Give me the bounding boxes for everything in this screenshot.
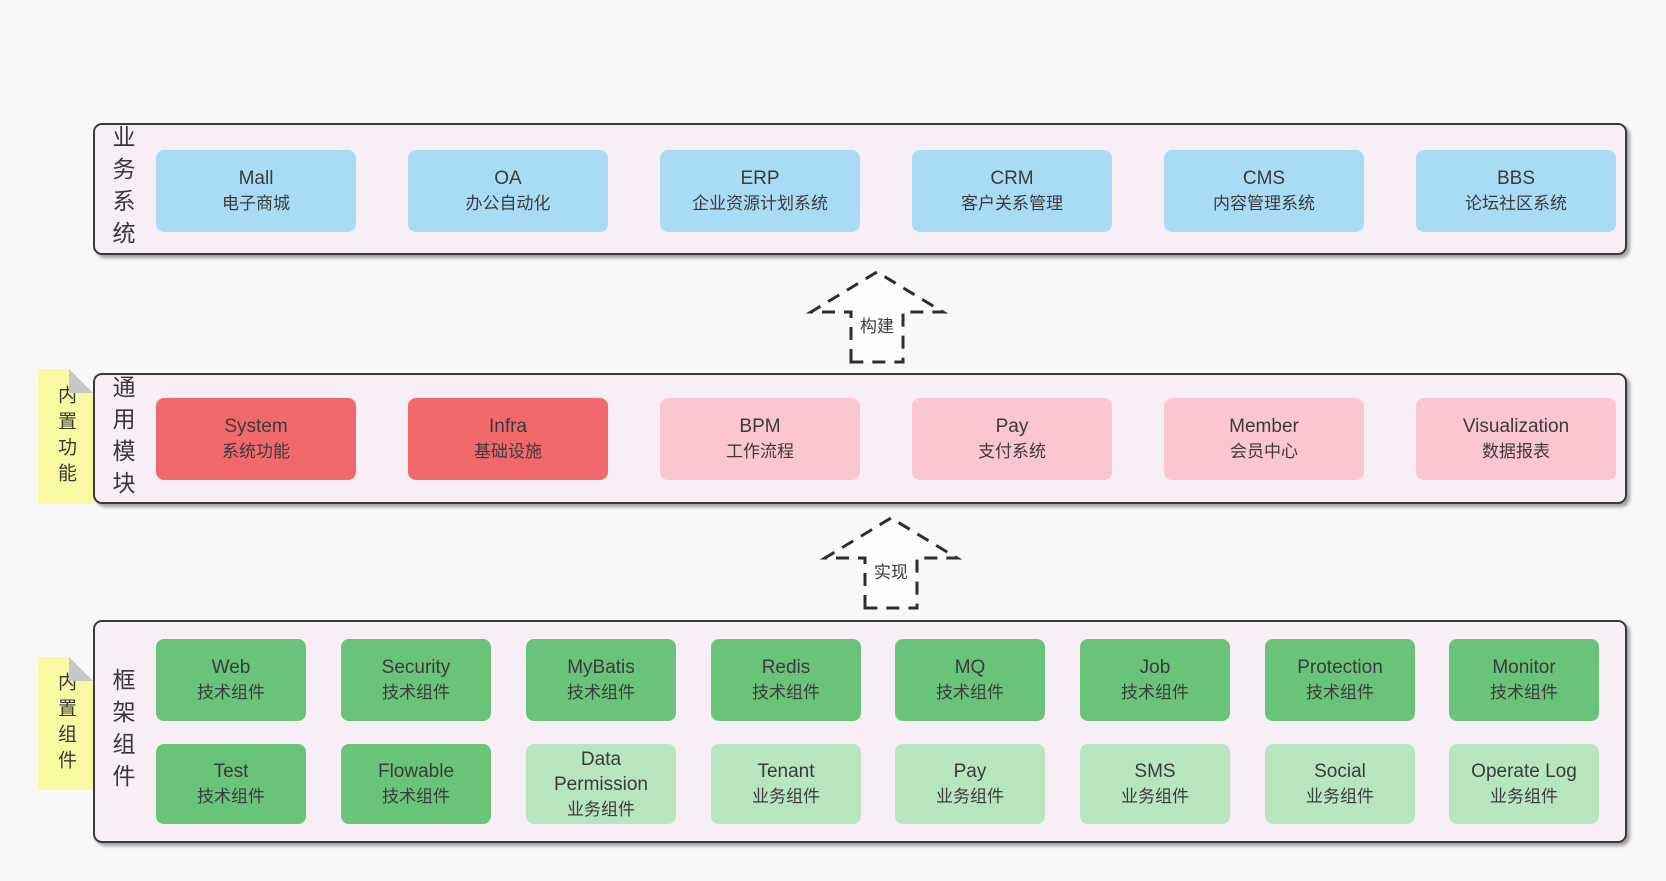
box-pay-component: Pay 业务组件 (895, 744, 1045, 824)
box-erp: ERP 企业资源计划系统 (660, 150, 860, 232)
box-test: Test 技术组件 (156, 744, 306, 824)
box-mq: MQ 技术组件 (895, 639, 1045, 721)
sticky-note-built-in-features: 内置功能 (38, 369, 93, 504)
sticky-fold-corner (69, 369, 93, 393)
arrow-label-background (867, 559, 915, 584)
box-oa: OA 办公自动化 (408, 150, 608, 232)
box-infra: Infra 基础设施 (408, 398, 608, 480)
box-visualization: Visualization 数据报表 (1416, 398, 1616, 480)
box-flowable: Flowable 技术组件 (341, 744, 491, 824)
band-title: 框架组件 (109, 667, 135, 796)
dashed-up-arrow-implement: 实现 (819, 516, 963, 610)
box-cms: CMS 内容管理系统 (1164, 150, 1364, 232)
box-tenant: Tenant 业务组件 (711, 744, 861, 824)
box-mall: Mall 电子商城 (156, 150, 356, 232)
sticky-note-label: 内置组件 (55, 671, 76, 776)
band-title: 通用模块 (109, 374, 135, 503)
box-redis: Redis 技术组件 (711, 639, 861, 721)
box-monitor: Monitor 技术组件 (1449, 639, 1599, 721)
box-crm: CRM 客户关系管理 (912, 150, 1112, 232)
box-bpm: BPM 工作流程 (660, 398, 860, 480)
box-data-permission: Data Permission 业务组件 (526, 744, 676, 824)
box-job: Job 技术组件 (1080, 639, 1230, 721)
arrow-label: 实现 (874, 563, 908, 582)
box-sms: SMS 业务组件 (1080, 744, 1230, 824)
dashed-up-arrow-build: 构建 (805, 270, 949, 364)
band-title: 业务系统 (109, 125, 135, 253)
box-system: System 系统功能 (156, 398, 356, 480)
band-business-systems: 业务系统 Mall 电子商城 OA 办公自动化 ERP 企业资源计划系统 CRM… (93, 123, 1627, 255)
box-bbs: BBS 论坛社区系统 (1416, 150, 1616, 232)
box-operate-log: Operate Log 业务组件 (1449, 744, 1599, 824)
box-security: Security 技术组件 (341, 639, 491, 721)
sticky-note-built-in-components: 内置组件 (38, 657, 93, 790)
sticky-fold-corner (69, 657, 93, 681)
box-web: Web 技术组件 (156, 639, 306, 721)
band-framework-components: 框架组件 Web 技术组件 Security 技术组件 MyBatis 技术组件… (93, 620, 1627, 843)
sticky-note-label: 内置功能 (55, 384, 76, 489)
box-mybatis: MyBatis 技术组件 (526, 639, 676, 721)
box-member: Member 会员中心 (1164, 398, 1364, 480)
arrow-label: 构建 (860, 317, 894, 336)
box-social: Social 业务组件 (1265, 744, 1415, 824)
arrow-label-background (853, 313, 901, 338)
band-common-modules: 通用模块 System 系统功能 Infra 基础设施 BPM 工作流程 Pay… (93, 373, 1627, 504)
box-protection: Protection 技术组件 (1265, 639, 1415, 721)
box-pay-module: Pay 支付系统 (912, 398, 1112, 480)
